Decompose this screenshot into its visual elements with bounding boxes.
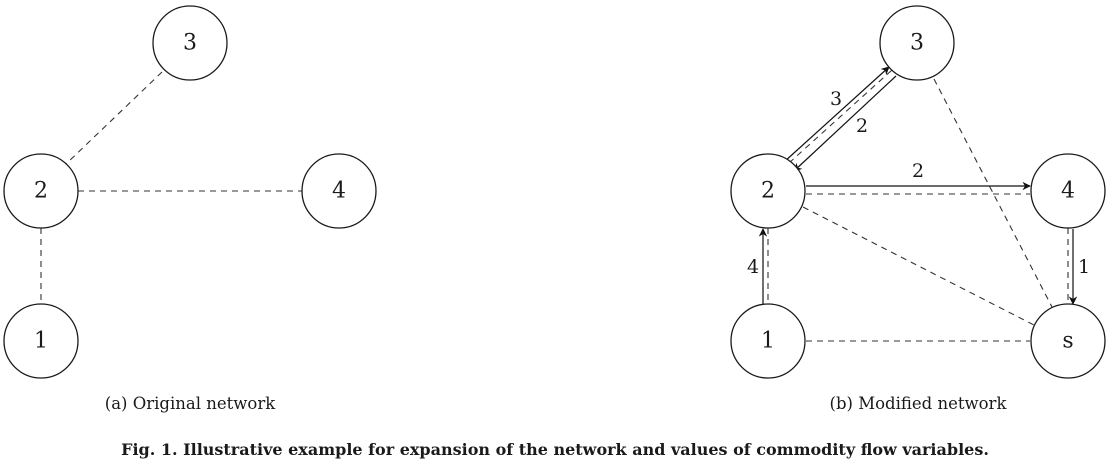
svg-text:1: 1	[761, 329, 775, 354]
edge-2-3	[788, 69, 893, 164]
flow-label-3-2: 2	[856, 115, 868, 137]
flow-label-2-4: 2	[912, 160, 924, 182]
flow-label-1-2: 4	[747, 256, 759, 278]
flow-label-2-3: 3	[830, 88, 842, 110]
svg-text:s: s	[1062, 329, 1073, 354]
svg-text:1: 1	[34, 329, 48, 354]
figure-canvas: 3 2 4 1 (a) Original network 3	[3, 5, 1106, 413]
node-3: 3	[879, 5, 955, 81]
node-3: 3	[152, 5, 228, 81]
svg-text:3: 3	[910, 31, 924, 56]
node-1: 1	[3, 303, 79, 379]
flow-arrow-3-2	[793, 75, 897, 172]
edge-2-3	[65, 71, 163, 165]
node-2: 2	[3, 153, 79, 229]
flow-arrow-2-3	[783, 66, 890, 163]
modified-network: 3 2 2 4 1 3 2 4 1 s (b) Modified network	[730, 5, 1106, 413]
svg-text:4: 4	[332, 179, 346, 204]
node-4: 4	[301, 153, 377, 229]
node-s: s	[1030, 303, 1106, 379]
svg-text:3: 3	[183, 31, 197, 56]
subcaption-b: (b) Modified network	[830, 394, 1008, 413]
flow-label-4-s: 1	[1078, 256, 1090, 278]
subcaption-a: (a) Original network	[105, 394, 276, 413]
figure-caption: Fig. 1. Illustrative example for expansi…	[121, 440, 989, 459]
node-1: 1	[730, 303, 806, 379]
svg-text:4: 4	[1061, 179, 1075, 204]
svg-text:2: 2	[761, 179, 775, 204]
svg-text:2: 2	[34, 179, 48, 204]
edge-2-s	[802, 206, 1035, 326]
node-4: 4	[1030, 153, 1106, 229]
original-network: 3 2 4 1 (a) Original network	[3, 5, 377, 413]
node-2: 2	[730, 153, 806, 229]
edge-3-s	[933, 78, 1053, 308]
